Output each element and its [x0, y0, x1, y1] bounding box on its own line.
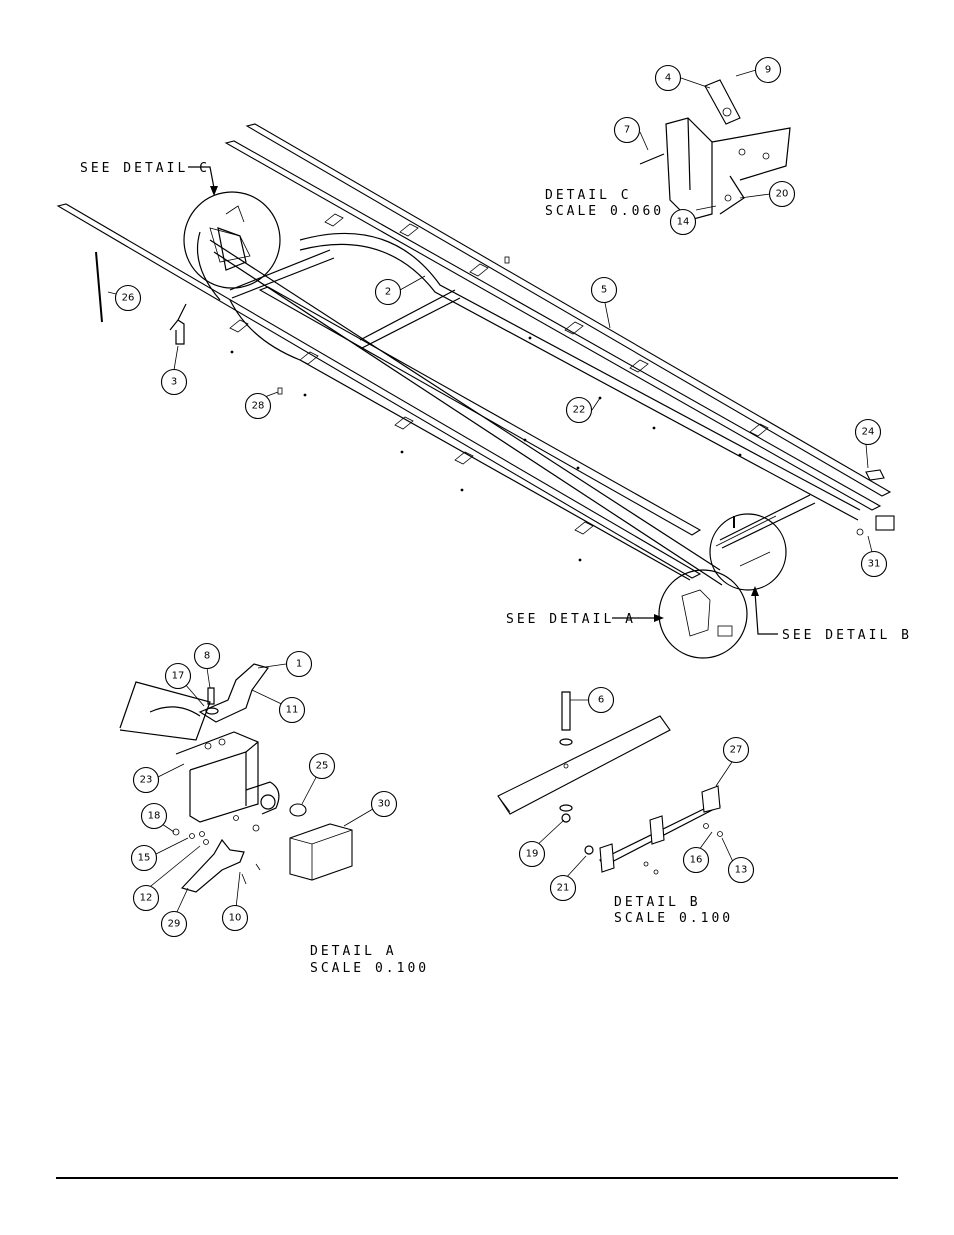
detail-c-title: DETAIL C	[545, 188, 632, 203]
svg-text:11: 11	[286, 705, 299, 716]
callout-24: 24	[854, 418, 882, 446]
see-detail-b-leader	[751, 586, 778, 635]
callout-13: 13	[727, 856, 755, 884]
callout-26: 26	[114, 284, 142, 312]
svg-text:17: 17	[172, 671, 185, 682]
svg-text:3: 3	[171, 377, 177, 388]
callout-14: 14	[669, 208, 697, 236]
detail-b-circle	[709, 513, 787, 591]
svg-text:24: 24	[862, 427, 875, 438]
detail-c-circle	[183, 191, 281, 289]
detail-b-title: DETAIL B	[614, 895, 701, 910]
callout-20: 20	[768, 180, 796, 208]
callout-5: 5	[590, 276, 618, 304]
callout-23: 23	[132, 766, 160, 794]
callout-12: 12	[132, 884, 160, 912]
svg-text:31: 31	[868, 559, 881, 570]
callout-27: 27	[722, 736, 750, 764]
svg-text:26: 26	[122, 293, 135, 304]
svg-text:2: 2	[385, 287, 391, 298]
svg-text:28: 28	[252, 401, 265, 412]
svg-text:27: 27	[730, 745, 743, 756]
svg-text:12: 12	[140, 893, 153, 904]
svg-text:8: 8	[204, 651, 210, 662]
svg-text:16: 16	[690, 855, 703, 866]
callout-30: 30	[370, 790, 398, 818]
svg-text:22: 22	[573, 405, 586, 416]
svg-text:18: 18	[148, 811, 161, 822]
svg-text:23: 23	[140, 775, 153, 786]
callout-16: 16	[682, 846, 710, 874]
svg-text:5: 5	[601, 285, 607, 296]
svg-text:13: 13	[735, 865, 748, 876]
callout-6: 6	[587, 686, 615, 714]
svg-text:21: 21	[557, 883, 570, 894]
svg-text:7: 7	[624, 125, 630, 136]
callout-17: 17	[164, 662, 192, 690]
svg-text:20: 20	[776, 189, 789, 200]
callout-15: 15	[130, 844, 158, 872]
detail-a-drawing	[119, 663, 353, 893]
detail-a-circle	[658, 569, 748, 659]
callout-21: 21	[549, 874, 577, 902]
svg-text:4: 4	[665, 73, 671, 84]
detail-b-drawing	[497, 691, 723, 875]
svg-text:25: 25	[316, 761, 329, 772]
see-detail-c-leader	[188, 166, 218, 196]
see-detail-b-label: SEE DETAIL B	[782, 628, 912, 643]
main-trailer-frame	[56, 123, 895, 586]
svg-text:14: 14	[677, 217, 690, 228]
callout-9: 9	[754, 56, 782, 84]
svg-text:1: 1	[296, 659, 302, 670]
callout-28: 28	[244, 392, 272, 420]
svg-text:15: 15	[138, 853, 151, 864]
svg-text:10: 10	[229, 913, 242, 924]
svg-text:6: 6	[598, 695, 604, 706]
callout-31: 31	[860, 550, 888, 578]
svg-text:29: 29	[168, 919, 181, 930]
detail-c-scale: SCALE 0.060	[545, 204, 664, 219]
callout-leaders	[107, 69, 873, 915]
detail-b-scale: SCALE 0.100	[614, 911, 733, 926]
svg-text:9: 9	[765, 65, 771, 76]
detail-a-scale: SCALE 0.100	[310, 961, 429, 976]
callout-1: 1	[285, 650, 313, 678]
callout-7: 7	[613, 116, 641, 144]
callout-22: 22	[565, 396, 593, 424]
see-detail-a-leader	[612, 614, 664, 622]
svg-text:19: 19	[526, 849, 539, 860]
callout-19: 19	[518, 840, 546, 868]
callout-3: 3	[160, 368, 188, 396]
svg-text:30: 30	[378, 799, 391, 810]
callout-11: 11	[278, 696, 306, 724]
see-detail-a-label: SEE DETAIL A	[506, 612, 636, 627]
detail-a-title: DETAIL A	[310, 944, 397, 959]
callout-8: 8	[193, 642, 221, 670]
callout-2: 2	[374, 278, 402, 306]
callout-18: 18	[140, 802, 168, 830]
callout-4: 4	[654, 64, 682, 92]
callout-29: 29	[160, 910, 188, 938]
callout-25: 25	[308, 752, 336, 780]
callout-10: 10	[221, 904, 249, 932]
detail-c-drawing	[639, 79, 791, 221]
see-detail-c-label: SEE DETAIL C	[80, 161, 210, 176]
